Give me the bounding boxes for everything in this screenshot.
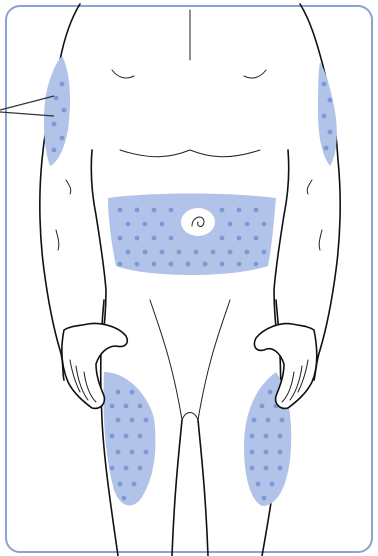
site-dot	[177, 250, 182, 255]
site-dot	[138, 434, 143, 439]
site-dot	[138, 404, 143, 409]
site-dot	[252, 418, 257, 423]
site-dot	[116, 390, 121, 395]
site-dot	[278, 450, 283, 455]
body-outline	[40, 4, 340, 556]
site-dot	[130, 390, 135, 395]
site-dot	[169, 208, 174, 213]
site-dot	[280, 418, 285, 423]
site-dot	[262, 222, 267, 227]
site-dot	[278, 434, 283, 439]
site-dot	[135, 208, 140, 213]
site-dot	[254, 236, 259, 241]
site-dot	[135, 262, 140, 267]
site-dot	[132, 482, 137, 487]
site-dot	[245, 222, 250, 227]
site-dot	[135, 236, 140, 241]
site-dot	[245, 250, 250, 255]
site-dot	[211, 250, 216, 255]
site-dot	[220, 236, 225, 241]
site-dot	[124, 404, 129, 409]
site-dot	[160, 250, 165, 255]
upper-arm-right-zone	[318, 62, 337, 166]
site-dot	[228, 250, 233, 255]
site-dot	[124, 434, 129, 439]
site-dot	[254, 208, 259, 213]
site-dot	[152, 262, 157, 267]
site-dot	[260, 404, 265, 409]
site-dot	[152, 208, 157, 213]
site-dot	[143, 250, 148, 255]
site-dot	[138, 466, 143, 471]
site-dot	[266, 418, 271, 423]
site-dot	[110, 434, 115, 439]
site-dot	[144, 418, 149, 423]
site-dot	[118, 236, 123, 241]
site-dot	[143, 222, 148, 227]
site-dot	[122, 496, 127, 501]
site-dot	[203, 262, 208, 267]
site-dot	[237, 208, 242, 213]
site-dot	[264, 466, 269, 471]
site-dot	[116, 418, 121, 423]
site-dot	[130, 418, 135, 423]
site-dot	[220, 208, 225, 213]
site-dot	[160, 222, 165, 227]
site-dot	[118, 482, 123, 487]
site-dot	[194, 250, 199, 255]
thigh-left-zone	[103, 372, 155, 505]
site-dot	[264, 434, 269, 439]
abdomen-zone	[108, 194, 276, 276]
site-dot	[126, 250, 131, 255]
site-dot	[264, 450, 269, 455]
site-dot	[250, 434, 255, 439]
site-dot	[256, 482, 261, 487]
site-dot	[237, 236, 242, 241]
site-dot	[262, 250, 267, 255]
site-dot	[220, 262, 225, 267]
site-dot	[126, 222, 131, 227]
site-dot	[118, 208, 123, 213]
site-dot	[270, 482, 275, 487]
site-dot	[110, 404, 115, 409]
site-dot	[144, 450, 149, 455]
site-dot	[169, 236, 174, 241]
site-dot	[228, 222, 233, 227]
site-dot	[118, 262, 123, 267]
site-dot	[250, 466, 255, 471]
site-dot	[169, 262, 174, 267]
site-dot	[237, 262, 242, 267]
upper-arm-left-zone	[44, 56, 70, 166]
site-dot	[124, 466, 129, 471]
site-dot	[110, 466, 115, 471]
site-dot	[268, 390, 273, 395]
site-dot	[254, 262, 259, 267]
site-dot	[278, 466, 283, 471]
site-dot	[250, 450, 255, 455]
site-dot	[152, 236, 157, 241]
site-dot	[186, 262, 191, 267]
site-dot	[116, 450, 121, 455]
site-dot	[130, 450, 135, 455]
site-dot	[262, 496, 267, 501]
